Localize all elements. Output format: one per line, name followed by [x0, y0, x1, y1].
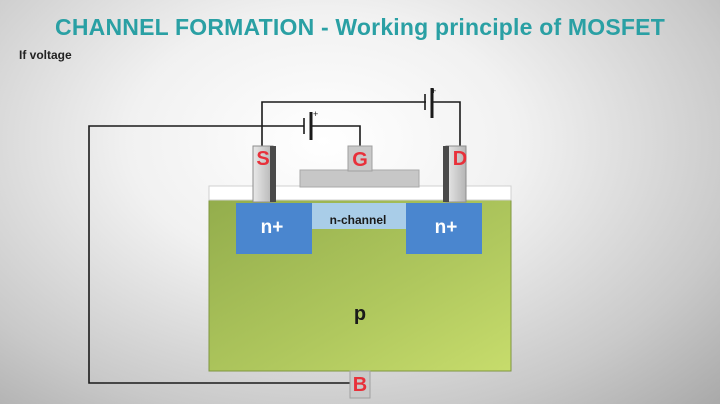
body-terminal	[349, 370, 371, 399]
gate-terminal	[347, 145, 373, 172]
gate-metal	[299, 169, 420, 188]
body-label: B	[353, 374, 367, 396]
wire-gate	[312, 125, 361, 148]
battery-drain-plus: +	[431, 86, 436, 96]
circuit-wires	[88, 101, 461, 384]
n-channel-label: n-channel	[330, 213, 387, 227]
gate-label: G	[352, 149, 368, 171]
n-channel-region	[312, 203, 406, 229]
battery-gate: +	[303, 109, 318, 140]
wire-source-top	[261, 101, 426, 148]
drain-terminal-shadow	[443, 146, 449, 202]
n-plus-drain-label: n+	[435, 217, 458, 238]
wire-drain	[432, 101, 461, 148]
page-title: CHANNEL FORMATION - Working principle of…	[55, 14, 665, 40]
battery-gate-plus: +	[313, 109, 318, 119]
n-plus-drain-region	[406, 203, 482, 254]
source-terminal-shadow	[270, 146, 276, 202]
drain-label: D	[453, 148, 467, 170]
wire-body	[88, 125, 350, 384]
source-label: S	[256, 148, 269, 170]
subtitle: If voltage	[19, 48, 72, 62]
battery-drain: +	[424, 86, 436, 118]
p-substrate-label: p	[354, 303, 366, 325]
n-plus-source-region	[236, 203, 312, 254]
n-plus-source-label: n+	[261, 217, 284, 238]
